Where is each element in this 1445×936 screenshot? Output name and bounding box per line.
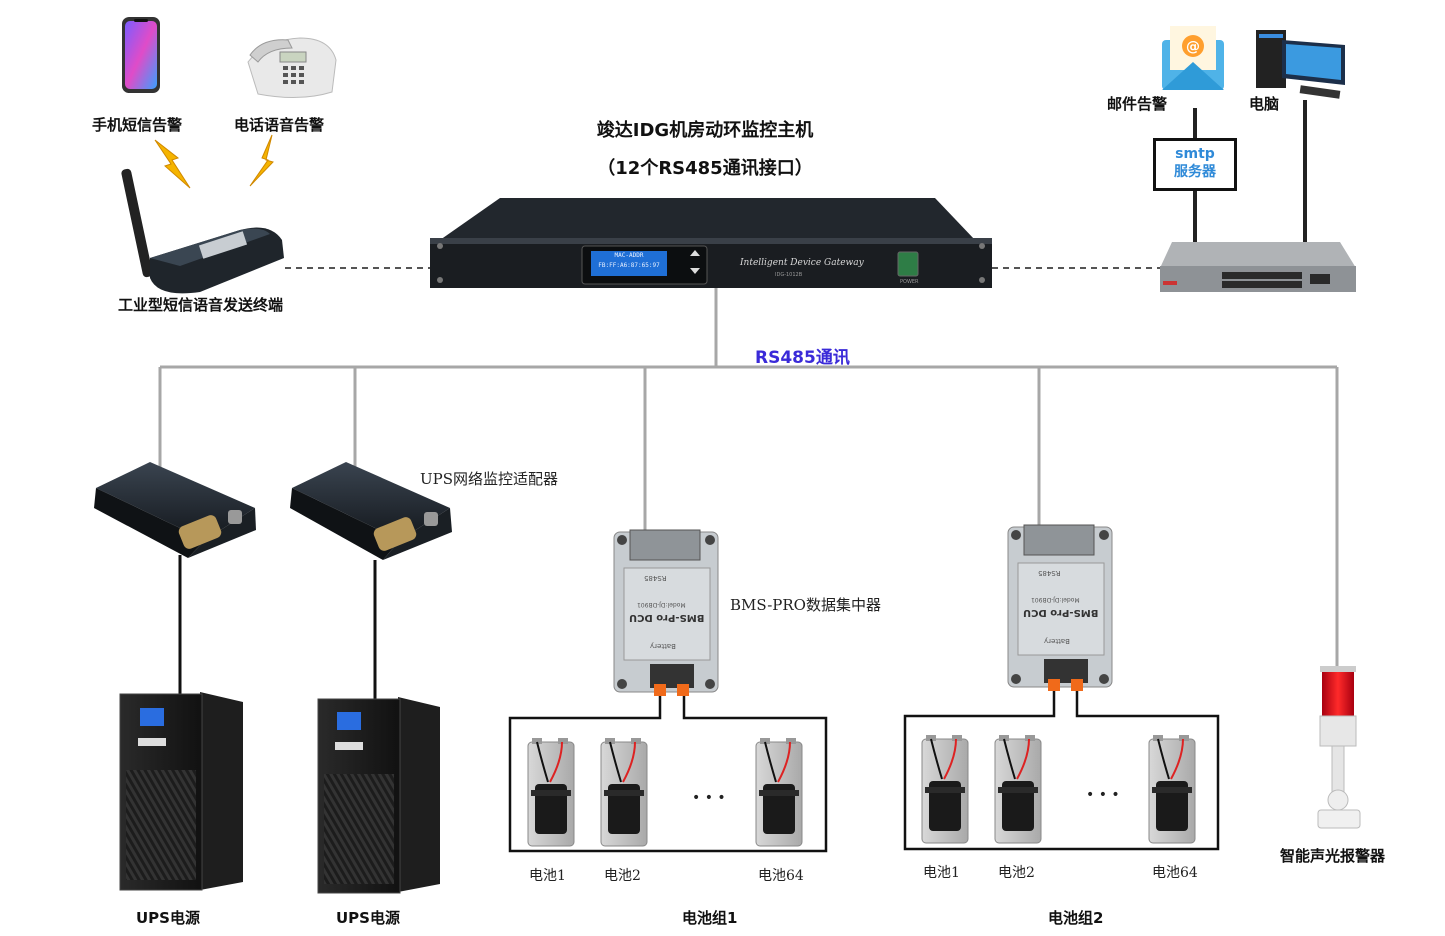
bms1-name: BMS-Pro DCU (629, 612, 705, 623)
ups-adapter-icon-2 (290, 462, 452, 560)
idg-host-icon (430, 198, 992, 288)
ups-cables (178, 555, 377, 700)
pc-label: 电脑 (1249, 95, 1280, 113)
battery-cell-icon-g1-2 (600, 738, 648, 847)
battery-group-1-label: 电池组1 (682, 909, 738, 927)
bms2-battery-label: Battery (1044, 637, 1070, 645)
bms1-rs485-label: RS485 (644, 574, 667, 582)
smtp-server-box: smtp 服务器 (1153, 138, 1237, 191)
alarm-light-icon (1317, 666, 1361, 829)
battery-cell-icon-g2-1 (921, 735, 969, 844)
g1-cell1-label: 电池1 (529, 868, 566, 884)
ups-adapter-icon-1 (94, 462, 256, 558)
host-display-line1: MAC-ADDR (614, 252, 644, 259)
sms-terminal-icon (121, 168, 284, 294)
email-alert-label: 邮件告警 (1107, 95, 1168, 113)
bms2-rs485-label: RS485 (1038, 569, 1061, 577)
lightning-icon-2 (249, 134, 274, 187)
phone-icon (122, 17, 160, 93)
battery-loop-1 (508, 695, 828, 853)
svg-text:@: @ (1186, 39, 1200, 55)
ups-tower-icon-1 (119, 692, 243, 891)
network-links (1193, 100, 1307, 242)
lightning-icon-1 (154, 139, 191, 189)
bms2-name: BMS-Pro DCU (1023, 607, 1099, 618)
sms-terminal-label: 工业型短信语音发送终端 (118, 296, 284, 314)
g2-ellipsis: • • • (1086, 787, 1120, 803)
bms2-model: Model:DJ-DB901 (1031, 596, 1080, 603)
network-switch-icon (1160, 242, 1356, 292)
host-display-line2: FB:FF:A6:87:65:97 (598, 262, 660, 269)
bms1-model: Model:DJ-DB901 (637, 601, 686, 608)
battery-cells-layer (527, 735, 1196, 847)
g1-cell2-label: 电池2 (604, 868, 641, 884)
host-brand: Intelligent Device Gateway (740, 258, 864, 268)
bms-dcu-icon-2 (1007, 524, 1113, 691)
battery-cell-icon-g1-3 (755, 738, 803, 847)
diagram-title-line2: （12个RS485通讯接口） (597, 158, 813, 179)
g1-cell64-label: 电池64 (758, 868, 804, 884)
ups-tower-icon-2 (317, 697, 440, 894)
rs485-bus-label: RS485通讯 (755, 348, 850, 368)
smtp-line1: smtp (1175, 146, 1215, 162)
voice-alert-label: 电话语音告警 (234, 116, 325, 134)
computer-icon (1256, 30, 1345, 99)
host-power-label: POWER (900, 279, 919, 285)
rs485-bus (158, 286, 1339, 670)
email-icon: @ (1162, 26, 1224, 90)
bms-dcu-icon-1 (613, 529, 719, 696)
bms1-battery-label: Battery (650, 642, 676, 650)
battery-cell-icon-g1-1 (527, 738, 575, 847)
battery-cell-icon-g2-3 (1148, 735, 1196, 844)
battery-cell-icon-g2-2 (994, 735, 1042, 844)
g2-cell1-label: 电池1 (923, 865, 960, 881)
sms-alert-label: 手机短信告警 (92, 116, 183, 134)
ups-label-2: UPS电源 (336, 909, 400, 927)
host-model: IDG-1012B (775, 272, 803, 278)
ups-adapter-label: UPS网络监控适配器 (420, 470, 559, 488)
battery-group-2-label: 电池组2 (1048, 909, 1104, 927)
smtp-line2: 服务器 (1174, 164, 1216, 180)
alarm-light-label: 智能声光报警器 (1280, 847, 1386, 865)
bms-concentrator-label: BMS-PRO数据集中器 (730, 596, 881, 614)
g1-ellipsis: • • • (692, 790, 726, 806)
battery-loop-2 (903, 690, 1220, 851)
desk-phone-icon (247, 37, 337, 99)
g2-cell2-label: 电池2 (998, 865, 1035, 881)
g2-cell64-label: 电池64 (1152, 865, 1198, 881)
diagram-title-line1: 竣达IDG机房动环监控主机 (596, 120, 814, 141)
ups-label-1: UPS电源 (136, 909, 200, 927)
